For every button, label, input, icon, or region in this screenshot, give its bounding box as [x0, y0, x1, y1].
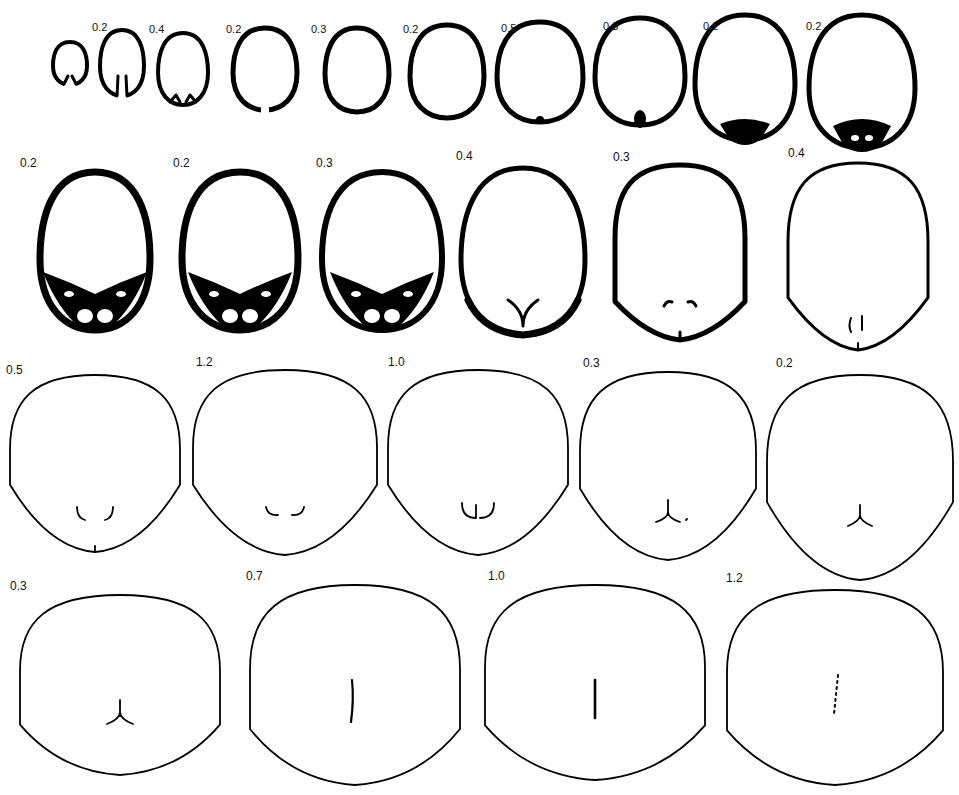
basal-cavity	[209, 291, 219, 297]
section-outline	[788, 163, 928, 350]
section-outline	[580, 372, 756, 560]
basal-cavity	[364, 309, 380, 323]
section-outline	[767, 375, 953, 580]
inner-process	[834, 675, 838, 714]
section-outline	[325, 28, 389, 112]
section-outline	[250, 585, 460, 785]
inner-process	[94, 546, 96, 552]
spacing-number: 0.3	[10, 580, 27, 592]
inner-process	[462, 503, 494, 518]
inner-process	[664, 302, 696, 307]
inner-process	[679, 332, 682, 340]
basal-mass	[833, 119, 891, 152]
inner-process	[594, 680, 597, 718]
spacing-number: 0.4	[456, 150, 473, 162]
inner-process	[107, 700, 133, 724]
outline-gap	[261, 103, 269, 115]
spacing-number: 0.3	[311, 24, 326, 35]
inner-process	[64, 76, 76, 84]
inner-process	[848, 505, 872, 526]
inner-process	[117, 76, 127, 96]
basal-cavity	[77, 309, 93, 323]
spacing-number: 1.2	[726, 572, 743, 584]
spacing-number: 0.7	[246, 570, 263, 582]
basal-cavity	[242, 309, 258, 323]
basal-mass	[468, 300, 578, 335]
spacing-number: 0.2	[806, 21, 821, 32]
section-outline	[615, 165, 745, 340]
inner-process	[508, 300, 538, 326]
spacing-number: 0.2	[173, 157, 190, 169]
basal-mass	[536, 116, 544, 124]
basal-cavity	[64, 291, 74, 297]
spacing-number: 0.4	[149, 24, 164, 35]
basal-mass	[634, 110, 646, 128]
spacing-number: 1.2	[196, 356, 213, 368]
spacing-number: 0.3	[316, 157, 333, 169]
basal-cavity	[351, 291, 361, 297]
inner-process	[77, 507, 113, 520]
spacing-number: 0.2	[226, 24, 241, 35]
spacing-number: 1.0	[388, 356, 405, 368]
basal-cavity	[384, 309, 400, 323]
inner-process	[351, 680, 353, 722]
basal-cavity	[222, 309, 238, 323]
section-outline	[193, 370, 377, 555]
section-outline	[485, 585, 705, 780]
section-outline	[461, 168, 585, 335]
spacing-number: 0.2	[20, 157, 37, 169]
inner-process	[656, 500, 687, 522]
basal-mass	[330, 272, 434, 333]
spacing-number: 0.2	[703, 21, 718, 32]
outline-gap	[64, 77, 76, 89]
section-outline	[497, 22, 583, 122]
section-outline	[20, 595, 220, 775]
basal-mass	[720, 119, 770, 145]
section-outline	[388, 370, 568, 555]
basal-mass	[43, 272, 147, 333]
inner-process	[850, 316, 863, 332]
section-outline	[727, 590, 943, 785]
basal-cavity	[97, 309, 113, 323]
spacing-number: 0.4	[788, 147, 805, 159]
spacing-number: 0.3	[583, 357, 600, 369]
spacing-number: 0.3	[613, 151, 630, 163]
spacing-number: 0.2	[92, 22, 107, 33]
inner-process	[170, 95, 196, 102]
spacing-number: 0.5	[6, 364, 23, 376]
inner-process	[266, 507, 304, 515]
section-outline	[595, 18, 685, 125]
basal-cavity	[865, 135, 873, 141]
section-outline	[233, 28, 297, 110]
basal-cavity	[261, 291, 271, 297]
spacing-number: 0.2	[403, 24, 418, 35]
basal-cavity	[851, 135, 859, 141]
spacing-number: 0.3	[603, 21, 618, 32]
spacing-number: 0.2	[776, 357, 793, 369]
section-outline	[158, 33, 208, 105]
basal-mass	[188, 272, 292, 333]
basal-cavity	[403, 291, 413, 297]
section-outline	[10, 375, 180, 552]
basal-cavity	[116, 291, 126, 297]
inner-process	[857, 343, 859, 350]
section-outline	[410, 25, 484, 118]
spacing-number: 0.5	[501, 23, 516, 34]
spacing-number: 1.0	[488, 570, 505, 582]
